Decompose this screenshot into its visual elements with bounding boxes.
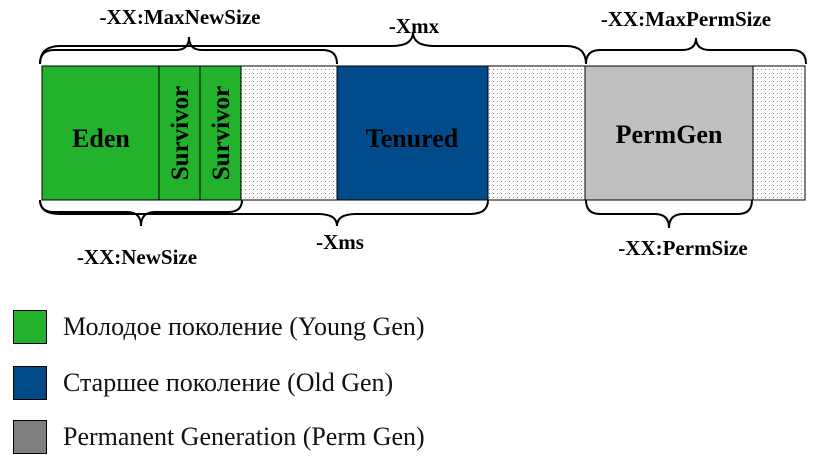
heap-diagram: Eden Survivor Survivor Tenured PermGen -… (39, 5, 807, 269)
legend-label-young: Молодое поколение (Young Gen) (63, 312, 425, 341)
xms-brace (39, 199, 489, 227)
tenured-region (336, 65, 489, 201)
old-swatch (13, 366, 47, 400)
xmx-brace (39, 31, 587, 65)
survivor-region-1 (158, 65, 201, 201)
max-perm-size-flag: -XX:MaxPermSize (601, 7, 771, 31)
legend-item-young: Молодое поколение (Young Gen) (13, 310, 425, 344)
young-reserved-space (240, 65, 338, 201)
young-swatch (13, 310, 47, 344)
xmx-flag: -Xmx (389, 14, 440, 38)
perm-size-brace (585, 199, 753, 229)
permgen-region (584, 65, 754, 201)
survivor-label-2: Survivor (208, 86, 235, 180)
max-new-size-brace (39, 36, 338, 65)
old-reserved-space (487, 65, 586, 201)
survivor-region-2 (199, 65, 242, 201)
legend-item-old: Старшее поколение (Old Gen) (13, 366, 393, 400)
tenured-label: Tenured (366, 124, 459, 153)
perm-reserved-space (752, 65, 806, 201)
permgen-label: PermGen (616, 120, 723, 149)
eden-region (41, 65, 160, 201)
xms-flag: -Xms (316, 230, 364, 254)
max-new-size-flag: -XX:MaxNewSize (100, 5, 261, 29)
perm-size-flag: -XX:PermSize (618, 236, 747, 260)
eden-label: Eden (72, 124, 130, 153)
legend-label-old: Старшее поколение (Old Gen) (63, 368, 394, 397)
max-perm-size-brace (585, 37, 807, 65)
legend-item-perm: Permanent Generation (Perm Gen) (13, 420, 425, 454)
perm-swatch (13, 420, 47, 454)
legend-label-perm: Permanent Generation (Perm Gen) (63, 422, 425, 451)
new-size-flag: -XX:NewSize (77, 245, 197, 269)
survivor-label-1: Survivor (167, 86, 194, 180)
